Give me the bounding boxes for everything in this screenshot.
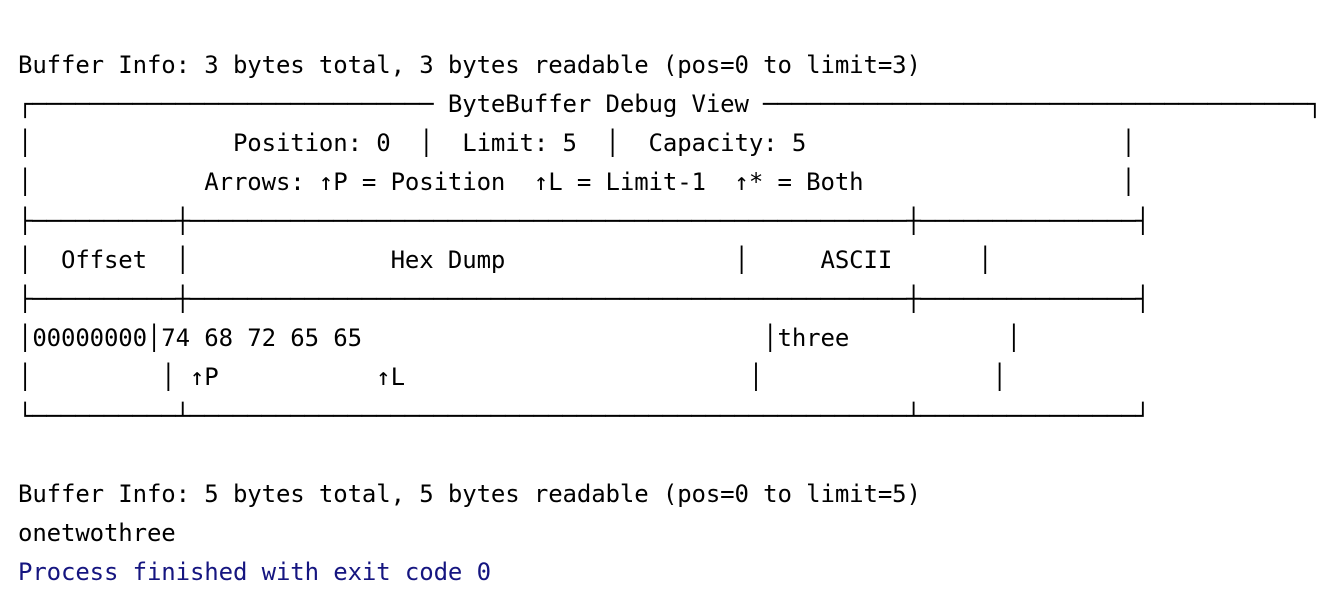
arrows-legend-line: │ Arrows: ↑P = Position ↑L = Limit-1 ↑* … — [18, 168, 1136, 196]
concatenated-output-line: onetwothree — [18, 519, 176, 547]
hex-dump-row: │00000000│74 68 72 65 65 │three │ — [18, 324, 1022, 352]
process-finished-line: Process finished with exit code 0 — [18, 558, 491, 586]
table-bottom-border: └──────────┴────────────────────────────… — [18, 402, 1151, 430]
buffer-state-line: │ Position: 0 │ Limit: 5 │ Capacity: 5 │ — [18, 129, 1136, 157]
buffer-info-line-2: Buffer Info: 5 bytes total, 5 bytes read… — [18, 480, 921, 508]
arrow-marker-row: │ │ ↑P ↑L │ │ — [18, 363, 1007, 391]
table-top-separator: ├──────────┼────────────────────────────… — [18, 207, 1151, 235]
table-header-row: │ Offset │ Hex Dump │ ASCII │ — [18, 246, 993, 274]
debug-view-title-border: ┌──────────────────────────── ByteBuffer… — [18, 90, 1323, 118]
table-header-separator: ├──────────┼────────────────────────────… — [18, 285, 1151, 313]
buffer-info-line-1: Buffer Info: 3 bytes total, 3 bytes read… — [18, 51, 921, 79]
